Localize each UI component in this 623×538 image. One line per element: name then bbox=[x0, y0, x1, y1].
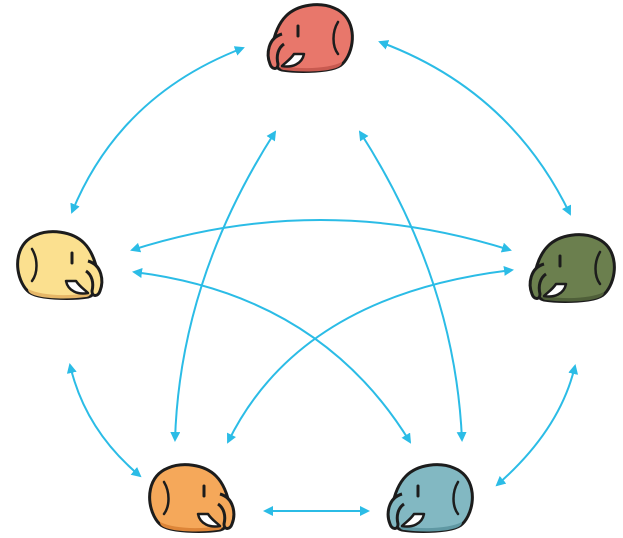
lower-right-mastodon-icon bbox=[386, 463, 474, 533]
upper-left-mastodon-icon bbox=[16, 230, 104, 300]
arrow-upper-left-to-lower-left bbox=[66, 363, 142, 478]
arrow-upper-right-to-lower-right bbox=[495, 364, 579, 487]
mascot-nodes bbox=[16, 3, 616, 533]
arrow-top-to-lower-left bbox=[170, 130, 277, 442]
arrow-top-to-upper-left bbox=[70, 46, 245, 214]
top-mastodon-icon bbox=[266, 3, 354, 73]
arrow-upper-right-to-lower-left bbox=[227, 265, 514, 444]
arrow-upper-left-to-upper-right bbox=[130, 219, 512, 253]
lower-left-mastodon-icon bbox=[148, 463, 236, 533]
connection-arrows bbox=[66, 40, 579, 516]
arrow-top-to-upper-right bbox=[378, 40, 572, 216]
upper-right-mastodon-icon bbox=[528, 233, 616, 303]
